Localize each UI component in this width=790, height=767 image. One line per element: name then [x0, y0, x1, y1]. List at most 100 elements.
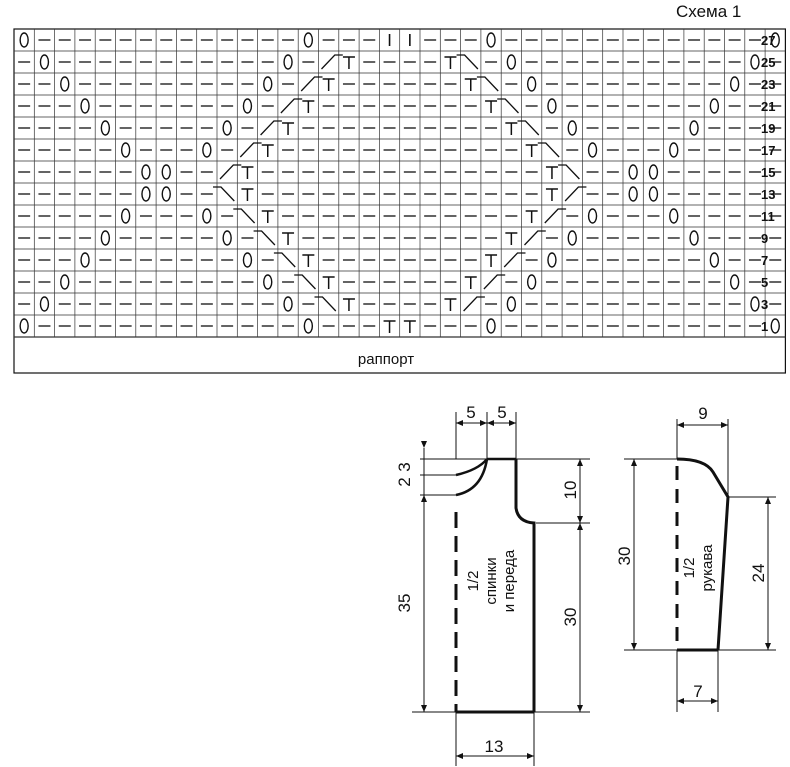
body-pattern — [412, 412, 590, 766]
cable-left-stitch — [517, 120, 540, 136]
yarn-over-stitch — [750, 54, 760, 70]
yarn-over-stitch — [161, 164, 171, 180]
chart-symbols — [18, 32, 782, 334]
sleeve-lower-label: 24 — [749, 564, 768, 583]
side-label: 30 — [561, 608, 580, 627]
cable-right-stitch — [300, 76, 323, 92]
yarn-over-stitch — [222, 230, 232, 246]
cable-left-stitch — [537, 142, 560, 158]
sleeve-label-line-1: 1/2 — [681, 558, 698, 579]
yarn-over-stitch — [709, 252, 720, 268]
cable-right-stitch — [260, 120, 282, 136]
row-number: 27 — [761, 33, 775, 48]
sleeve-cuff-label: 7 — [693, 682, 702, 701]
row-number: 17 — [761, 143, 775, 158]
yarn-over-stitch — [120, 208, 131, 224]
cable-left-stitch — [476, 76, 499, 92]
yarn-over-stitch — [39, 296, 50, 312]
yarn-over-stitch — [19, 318, 29, 334]
neck-depth-front-label: 3 — [395, 462, 414, 471]
yarn-over-stitch — [486, 32, 496, 48]
row-number: 25 — [761, 55, 775, 70]
yarn-over-stitch — [303, 32, 314, 48]
yarn-over-stitch — [628, 186, 638, 202]
cable-right-stitch — [483, 274, 506, 290]
yarn-over-stitch — [39, 54, 50, 70]
yarn-over-stitch — [202, 208, 212, 224]
cable-left-stitch — [294, 274, 316, 290]
sleeve-piece-label: 1/2 рукава — [681, 544, 716, 592]
yarn-over-stitch — [709, 98, 720, 114]
row-number: 7 — [761, 253, 768, 268]
yarn-over-stitch — [303, 318, 314, 334]
yarn-over-stitch — [283, 54, 293, 70]
body-label-line-1: 1/2 — [465, 571, 482, 592]
neck-depth-back-label: 2 — [395, 477, 414, 486]
cable-left-stitch — [497, 98, 519, 114]
yarn-over-stitch — [242, 252, 253, 268]
shoulder-label: 5 — [497, 403, 506, 422]
sleeve-label-line-2: рукава — [699, 544, 716, 592]
yarn-over-stitch — [526, 274, 537, 290]
sleeve-pattern — [624, 419, 776, 712]
yarn-over-stitch — [689, 120, 699, 136]
chart-grid — [13, 28, 787, 374]
yarn-over-stitch — [222, 120, 232, 136]
body-label-line-3: и переда — [501, 549, 518, 612]
yarn-over-stitch — [506, 54, 517, 70]
yarn-over-stitch — [100, 120, 111, 136]
cable-right-stitch — [524, 230, 546, 246]
cable-left-stitch — [233, 208, 256, 224]
body-label-line-2: спинки — [483, 557, 500, 604]
yarn-over-stitch — [526, 76, 537, 92]
cable-left-stitch — [314, 296, 337, 312]
row-number: 11 — [761, 209, 775, 224]
yarn-over-stitch — [648, 164, 659, 180]
cable-right-stitch — [544, 208, 567, 224]
yarn-over-stitch — [60, 274, 70, 290]
yarn-over-stitch — [567, 230, 577, 246]
yarn-over-stitch — [770, 32, 780, 48]
yarn-over-stitch — [648, 186, 659, 202]
row-number: 15 — [761, 165, 775, 180]
yarn-over-stitch — [141, 186, 151, 202]
row-number: 1 — [761, 319, 768, 334]
cable-left-stitch — [213, 186, 235, 202]
cable-right-stitch — [463, 296, 485, 312]
yarn-over-stitch — [202, 142, 212, 158]
total-height-label: 35 — [395, 594, 414, 613]
cable-left-stitch — [456, 54, 479, 70]
yarn-over-stitch — [100, 230, 111, 246]
sleeve-height-label: 30 — [615, 547, 634, 566]
sleeve-top-width-label: 9 — [698, 404, 707, 423]
yarn-over-stitch — [80, 98, 90, 114]
yarn-over-stitch — [242, 98, 253, 114]
yarn-over-stitch — [689, 230, 699, 246]
row-number: 23 — [761, 77, 775, 92]
yarn-over-stitch — [669, 142, 679, 158]
yarn-over-stitch — [628, 164, 638, 180]
cable-right-stitch — [321, 54, 343, 70]
row-number: 3 — [761, 297, 768, 312]
yarn-over-stitch — [669, 208, 679, 224]
row-number: 19 — [761, 121, 775, 136]
yarn-over-stitch — [506, 296, 517, 312]
yarn-over-stitch — [750, 296, 760, 312]
yarn-over-stitch — [587, 142, 598, 158]
cable-left-stitch — [558, 164, 580, 180]
cable-right-stitch — [503, 252, 526, 268]
yarn-over-stitch — [547, 98, 557, 114]
row-number: 13 — [761, 187, 775, 202]
cable-right-stitch — [564, 186, 587, 202]
yarn-over-stitch — [567, 120, 577, 136]
body-piece-label: 1/2 спинки и переда — [465, 549, 518, 612]
yarn-over-stitch — [587, 208, 598, 224]
neck-width-label: 5 — [466, 403, 475, 422]
cable-right-stitch — [239, 142, 262, 158]
cable-right-stitch — [219, 164, 242, 180]
yarn-over-stitch — [120, 142, 131, 158]
yarn-over-stitch — [770, 318, 780, 334]
yarn-over-stitch — [263, 76, 273, 92]
